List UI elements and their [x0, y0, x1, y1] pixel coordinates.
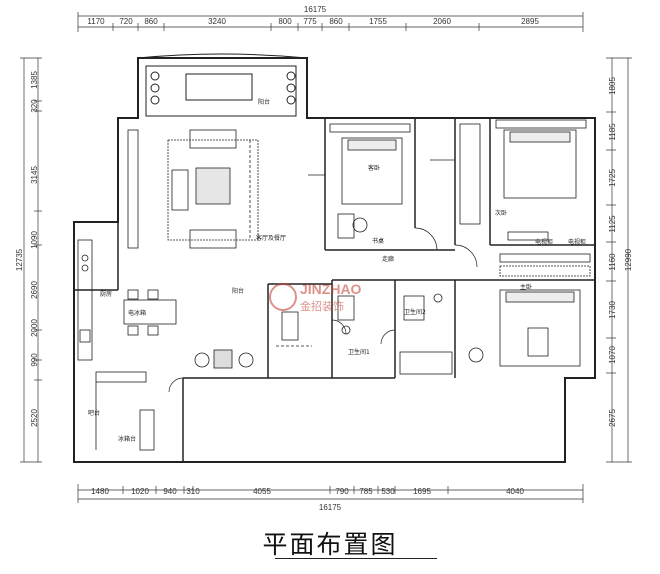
top-segment-dims: 1170 720 860 3240 800 775 860 1755 2060 … [87, 17, 539, 26]
right-segment-dims: 1805 1185 1725 1125 1160 1730 1070 2675 [608, 77, 617, 427]
dim-top-2: 720 [119, 17, 133, 26]
dim-right-4: 1125 [608, 215, 617, 233]
dining-furniture [123, 289, 254, 369]
guest-bedroom-furniture [329, 123, 411, 239]
bathroom-fixtures [276, 293, 453, 375]
dim-left-4: 1090 [30, 231, 39, 249]
label-living-dining: 客厅及餐厅 [256, 234, 286, 242]
dim-top-8: 1755 [369, 17, 387, 26]
bottom-dimensions [77, 484, 584, 503]
master-bedroom-furniture [468, 253, 591, 367]
label-island: 吧台 [88, 409, 100, 417]
dim-right-3: 1725 [608, 169, 617, 187]
dim-bottom-1: 1480 [91, 487, 109, 496]
dim-left-6: 2000 [30, 319, 39, 337]
dim-bottom-9: 1695 [413, 487, 431, 496]
interior-walls [74, 118, 595, 462]
dim-bottom-6: 790 [335, 487, 349, 496]
dim-top-7: 860 [329, 17, 343, 26]
label-tv-cabinet-1: 电视柜 [535, 238, 553, 246]
dim-right-6: 1730 [608, 301, 617, 319]
label-second-bedroom: 次卧 [495, 209, 507, 217]
watermark-subtext: 金招装饰 [300, 299, 344, 313]
label-bath2: 卫生间2 [404, 308, 426, 316]
dim-bottom-7: 785 [359, 487, 373, 496]
dim-left-3: 3145 [30, 166, 39, 184]
watermark: JINZHAO 金招装饰 [269, 281, 362, 313]
dim-bottom-2: 1020 [131, 487, 149, 496]
label-corridor: 走廊 [382, 255, 394, 263]
dim-left-8: 2520 [30, 409, 39, 427]
right-dimensions [606, 57, 632, 463]
left-total-dim: 12735 [15, 248, 24, 271]
dim-top-6: 775 [303, 17, 317, 26]
label-desk: 书桌 [372, 237, 384, 245]
title-underline [275, 558, 437, 559]
second-bedroom-furniture [459, 119, 587, 241]
dim-right-7: 1070 [608, 346, 617, 364]
top-dimensions [77, 12, 584, 32]
watermark-text: JINZHAO [300, 281, 362, 297]
dim-left-2: 320 [30, 99, 39, 113]
dim-right-2: 1185 [608, 123, 617, 141]
doors [168, 159, 478, 393]
dim-top-3: 860 [144, 17, 158, 26]
balcony [137, 53, 308, 117]
label-tv-cabinet-2: 电视柜 [568, 238, 586, 246]
dim-top-1: 1170 [87, 17, 105, 26]
room-labels: 阳台 客厅及餐厅 客卧 次卧 主卧 厨房 走廊 卫生间1 卫生间2 阳台 书桌 … [88, 98, 586, 443]
right-total-dim: 12990 [624, 248, 633, 271]
bottom-segment-dims: 1480 1020 940 310 4055 790 785 530 1695 … [91, 487, 524, 496]
label-cook: 电冰箱 [128, 309, 146, 317]
top-total-dim: 16175 [304, 5, 327, 14]
outer-walls [73, 57, 596, 463]
left-segment-dims: 1385 320 3145 1090 2690 2000 990 2520 [30, 71, 39, 427]
dim-bottom-4: 310 [186, 487, 200, 496]
dim-bottom-10: 4040 [506, 487, 524, 496]
dim-bottom-5: 4055 [253, 487, 271, 496]
dim-left-1: 1385 [30, 71, 39, 89]
dim-left-5: 2690 [30, 281, 39, 299]
label-master-bedroom: 主卧 [520, 283, 532, 291]
dim-bottom-3: 940 [163, 487, 177, 496]
living-room-furniture [127, 129, 259, 249]
dim-right-1: 1805 [608, 77, 617, 95]
dim-top-5: 800 [278, 17, 292, 26]
label-balcony2: 阳台 [232, 287, 244, 295]
dim-bottom-8: 530 [381, 487, 395, 496]
label-kitchen: 厨房 [100, 290, 112, 298]
label-fridge: 冰箱台 [118, 435, 136, 443]
floor-plan: 16175 1170 720 860 3240 800 775 860 1755… [15, 5, 633, 512]
label-balcony: 阳台 [258, 98, 270, 106]
dim-top-9: 2060 [433, 17, 451, 26]
dim-right-8: 2675 [608, 409, 617, 427]
plan-title: 平面布置图 [262, 530, 398, 559]
dim-right-5: 1160 [608, 253, 617, 271]
dim-top-10: 2895 [521, 17, 539, 26]
left-dimensions [20, 57, 42, 463]
label-guest-room: 客卧 [368, 164, 380, 172]
bottom-total-dim: 16175 [319, 503, 342, 512]
dim-top-4: 3240 [208, 17, 226, 26]
label-bath1: 卫生间1 [348, 348, 370, 356]
kitchen-fixtures [77, 239, 155, 451]
dim-left-7: 990 [30, 353, 39, 367]
